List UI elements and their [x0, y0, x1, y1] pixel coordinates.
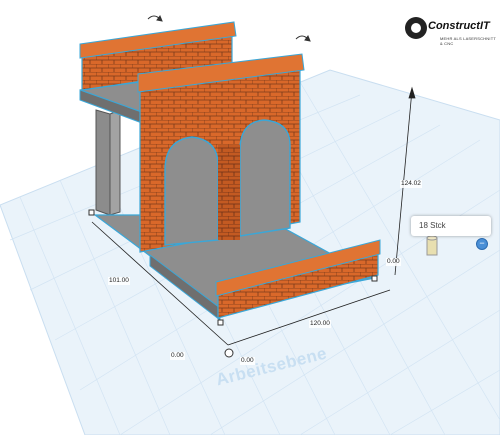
logo-tagline: MEHR ALS LASERSCHNITT & CNC [440, 36, 496, 46]
back-support-pillar[interactable] [95, 109, 121, 216]
corner-handle[interactable] [371, 275, 378, 282]
corner-handle[interactable] [217, 319, 224, 326]
rotate-arrow-icon[interactable] [147, 14, 163, 22]
elevation-label[interactable]: 0.00 [386, 258, 401, 266]
quantity-text: 18 Stck [419, 221, 446, 230]
gear-icon [405, 17, 427, 39]
height-dimension-label[interactable]: 124.02 [400, 180, 422, 188]
front-parapet-wall[interactable] [215, 239, 381, 319]
origin-handle[interactable] [224, 348, 234, 358]
minus-circle-icon[interactable]: − [476, 238, 488, 250]
logo-brand: ConstructIT [428, 20, 490, 32]
width-dimension-label[interactable]: 120.00 [309, 320, 331, 328]
corner-handle[interactable] [88, 209, 95, 216]
origin-y-label[interactable]: 0.00 [240, 357, 255, 365]
origin-x-label[interactable]: 0.00 [170, 352, 185, 360]
quantity-popup[interactable]: 18 Stck [411, 216, 491, 236]
arched-brick-wall[interactable] [137, 53, 305, 253]
depth-dimension-label[interactable]: 101.00 [108, 277, 130, 285]
rotate-arrow-icon[interactable] [295, 34, 311, 42]
cylinder-shape[interactable] [426, 235, 438, 256]
